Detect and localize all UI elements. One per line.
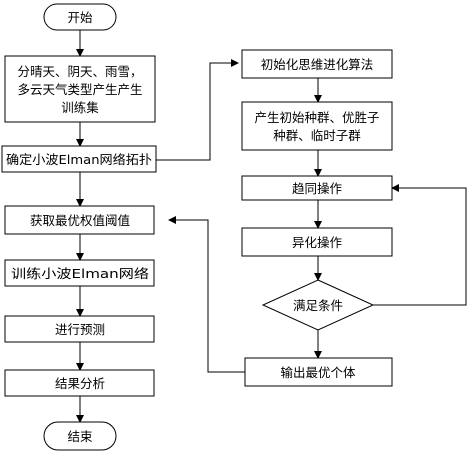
predict-label: 进行预测 <box>55 322 105 337</box>
analyze-label: 结果分析 <box>55 376 105 391</box>
converge-box <box>241 175 393 201</box>
split-weather-line-3: 训练集 <box>61 100 99 115</box>
output-best-label: 输出最优个体 <box>280 365 356 380</box>
determine-topology-label: 确定小波Elman网络拓扑 <box>6 152 153 167</box>
gen-population-line-1: 产生初始种群、优胜子 <box>254 110 379 125</box>
output-best-box <box>244 357 393 387</box>
analyze-box <box>4 369 155 397</box>
train-network-box <box>4 259 155 287</box>
split-weather-line-1: 分晴天、阴天、雨雪， <box>17 64 142 79</box>
gen-population-line-2: 种群、临时子群 <box>273 128 361 143</box>
start-label: 开始 <box>67 10 93 25</box>
dissimilate-label: 异化操作 <box>292 235 343 250</box>
converge-label: 趋同操作 <box>292 181 343 196</box>
gen-population-box <box>241 101 393 151</box>
edge-condition-loop-to-converge <box>373 184 467 306</box>
get-weights-label: 获取最优权值阈值 <box>30 213 130 228</box>
edge-output-to-weights <box>168 216 245 373</box>
condition-diamond <box>261 279 375 331</box>
determine-topology-box <box>1 145 157 173</box>
end-terminal <box>43 421 117 451</box>
get-weights-box <box>4 205 155 235</box>
init-mea-box <box>241 49 393 79</box>
condition-label: 满足条件 <box>293 298 343 313</box>
end-label: 结束 <box>67 429 93 444</box>
edge-topology-to-init <box>156 59 239 161</box>
dissimilate-box <box>241 227 393 257</box>
split-weather-box <box>4 55 156 123</box>
predict-box <box>4 315 155 343</box>
train-network-label: 训练小波Elman网络 <box>11 266 150 281</box>
split-weather-line-2: 多云天气类型产生产生 <box>17 82 142 97</box>
init-mea-label: 初始化思维进化算法 <box>261 57 374 72</box>
start-terminal <box>43 3 117 31</box>
